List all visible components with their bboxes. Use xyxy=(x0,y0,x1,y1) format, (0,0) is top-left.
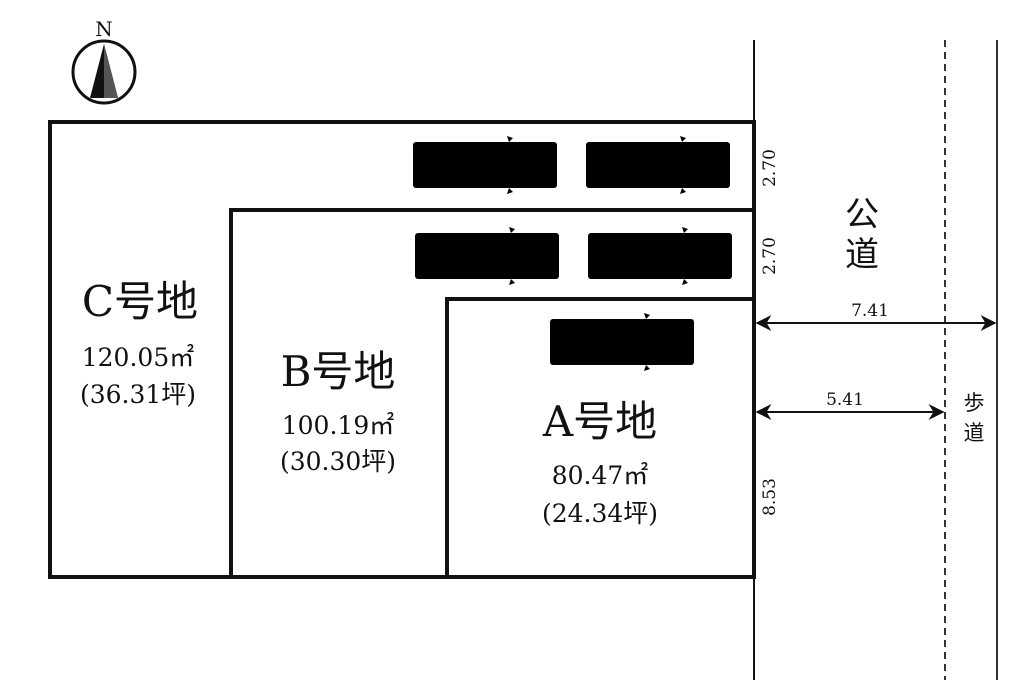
sidewalk-label-1: 歩 xyxy=(964,391,985,415)
compass-label: N xyxy=(95,17,113,41)
parking-car-5 xyxy=(550,313,694,371)
north-compass-icon: N xyxy=(71,17,137,105)
lot-b-title: B号地 xyxy=(281,347,396,396)
lot-a-area: 80.47㎡ xyxy=(552,461,649,490)
parking-car-2 xyxy=(586,136,730,194)
frontage-b-dimension: 2.70 xyxy=(760,237,780,275)
lot-a-title: A号地 xyxy=(542,397,657,446)
lot-a-boundary xyxy=(445,297,754,577)
lot-c-area: 120.05㎡ xyxy=(82,343,194,372)
lot-c-tsubo: (36.31坪) xyxy=(80,380,196,409)
road-total-width-label: 7.41 xyxy=(851,301,889,321)
road-carriageway-width-label: 5.41 xyxy=(826,390,864,410)
road-label-2: 道 xyxy=(845,235,879,275)
road-label-1: 公 xyxy=(845,195,879,235)
sidewalk-label-2: 道 xyxy=(964,421,985,445)
lot-c-title: C号地 xyxy=(82,277,198,326)
lot-b-boundary xyxy=(229,208,754,577)
lot-b-area: 100.19㎡ xyxy=(282,411,394,440)
lot-b-tsubo: (30.30坪) xyxy=(280,447,396,476)
parking-car-4 xyxy=(588,227,732,285)
parking-car-1 xyxy=(413,136,557,194)
parking-car-3 xyxy=(415,227,559,285)
frontage-a-dimension: 8.53 xyxy=(760,478,780,516)
frontage-c-dimension: 2.70 xyxy=(760,149,780,187)
lot-a-tsubo: (24.34坪) xyxy=(542,499,658,528)
